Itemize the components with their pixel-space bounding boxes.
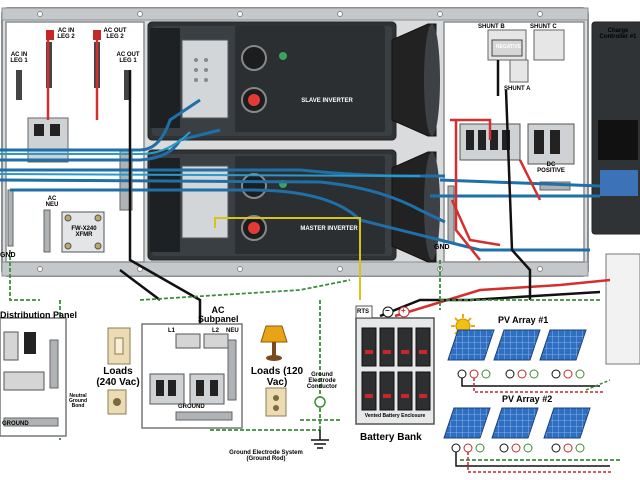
dc-gnd-bar [447,185,455,243]
label-plus: + [401,306,406,315]
label-shunt-a: SHUNT A [504,86,531,92]
label-ac-subpanel: AC Subpanel [198,305,239,324]
label-dist-ground: GROUND [2,421,29,427]
label-ground-conductor: Ground Electrode Conductor [306,372,338,390]
label-pv-array-2: PV Array #2 [502,394,553,404]
label-negative: NEGATIVE [496,44,522,50]
label-minus: − [385,306,390,315]
label-neu: NEU [226,328,239,334]
pv-array-1 [447,329,587,361]
pv-terminals [451,369,585,453]
backplate-bottom-rail [1,261,589,277]
label-charge-controller: Charge Controller #1 [599,28,637,40]
negative-bus [491,39,523,57]
backplate-top-rail [1,7,589,21]
label-loads-240: Loads (240 Vac) [96,366,140,388]
load-120-outlet [265,387,287,417]
label-ac-out-leg2: AC OUT LEG 2 [103,28,127,40]
label-master-inverter: MASTER INVERTER [300,226,358,232]
lamp-icon [260,325,288,361]
label-transformer: FW-X240 XFMR [71,226,97,238]
label-neutral-ground-bond: Neutral Ground Bond [68,393,88,409]
label-vented-enclosure: Vented Battery Enclosure [364,413,426,419]
label-sub-ground: GROUND [178,404,205,410]
master-inverter-display [181,165,229,239]
label-shunt-c: SHUNT C [530,24,557,30]
slave-inverter-faceplate [150,28,180,128]
ground-wires [9,250,620,461]
label-battery-bank: Battery Bank [360,432,422,443]
ac-gnd-bar [7,189,14,247]
combiner-box [605,253,640,365]
battery-cells [361,327,431,411]
shunt-a [509,59,529,83]
master-knob [241,173,267,199]
label-slave-inverter: SLAVE INVERTER [301,98,353,104]
ground-symbol [311,430,329,449]
label-ac-in-leg1: AC IN LEG 1 [10,52,28,64]
label-gnd-left: GND [0,252,16,259]
label-loads-120: Loads (120 Vac) [250,366,304,388]
blue-cables [0,98,601,252]
label-ground-system: Ground Electrode System (Ground Rod) [229,450,303,462]
shunt-c [533,29,565,61]
slave-conduit-cone [391,23,437,137]
label-shunt-b: SHUNT B [478,24,505,30]
pv-array-2 [443,407,591,439]
label-rts: RTS [357,309,369,315]
label-ac-out-leg1: AC OUT LEG 1 [116,52,140,64]
mounting-holes [37,11,543,272]
rts-cable [214,217,361,300]
label-gnd-right: GND [434,244,450,251]
label-l1: L1 [168,328,176,334]
label-dc-positive: DC POSITIVE [537,162,565,174]
ac-neutral-bar [43,209,51,253]
label-ac-neu: AC NEU [45,196,59,208]
red-cables [46,40,611,318]
label-pv-array-1: PV Array #1 [498,315,549,325]
label-distribution-panel: Distribution Panel [0,310,78,320]
label-ac-in-leg2: AC IN LEG 2 [57,28,75,40]
label-l2: L2 [212,328,220,334]
